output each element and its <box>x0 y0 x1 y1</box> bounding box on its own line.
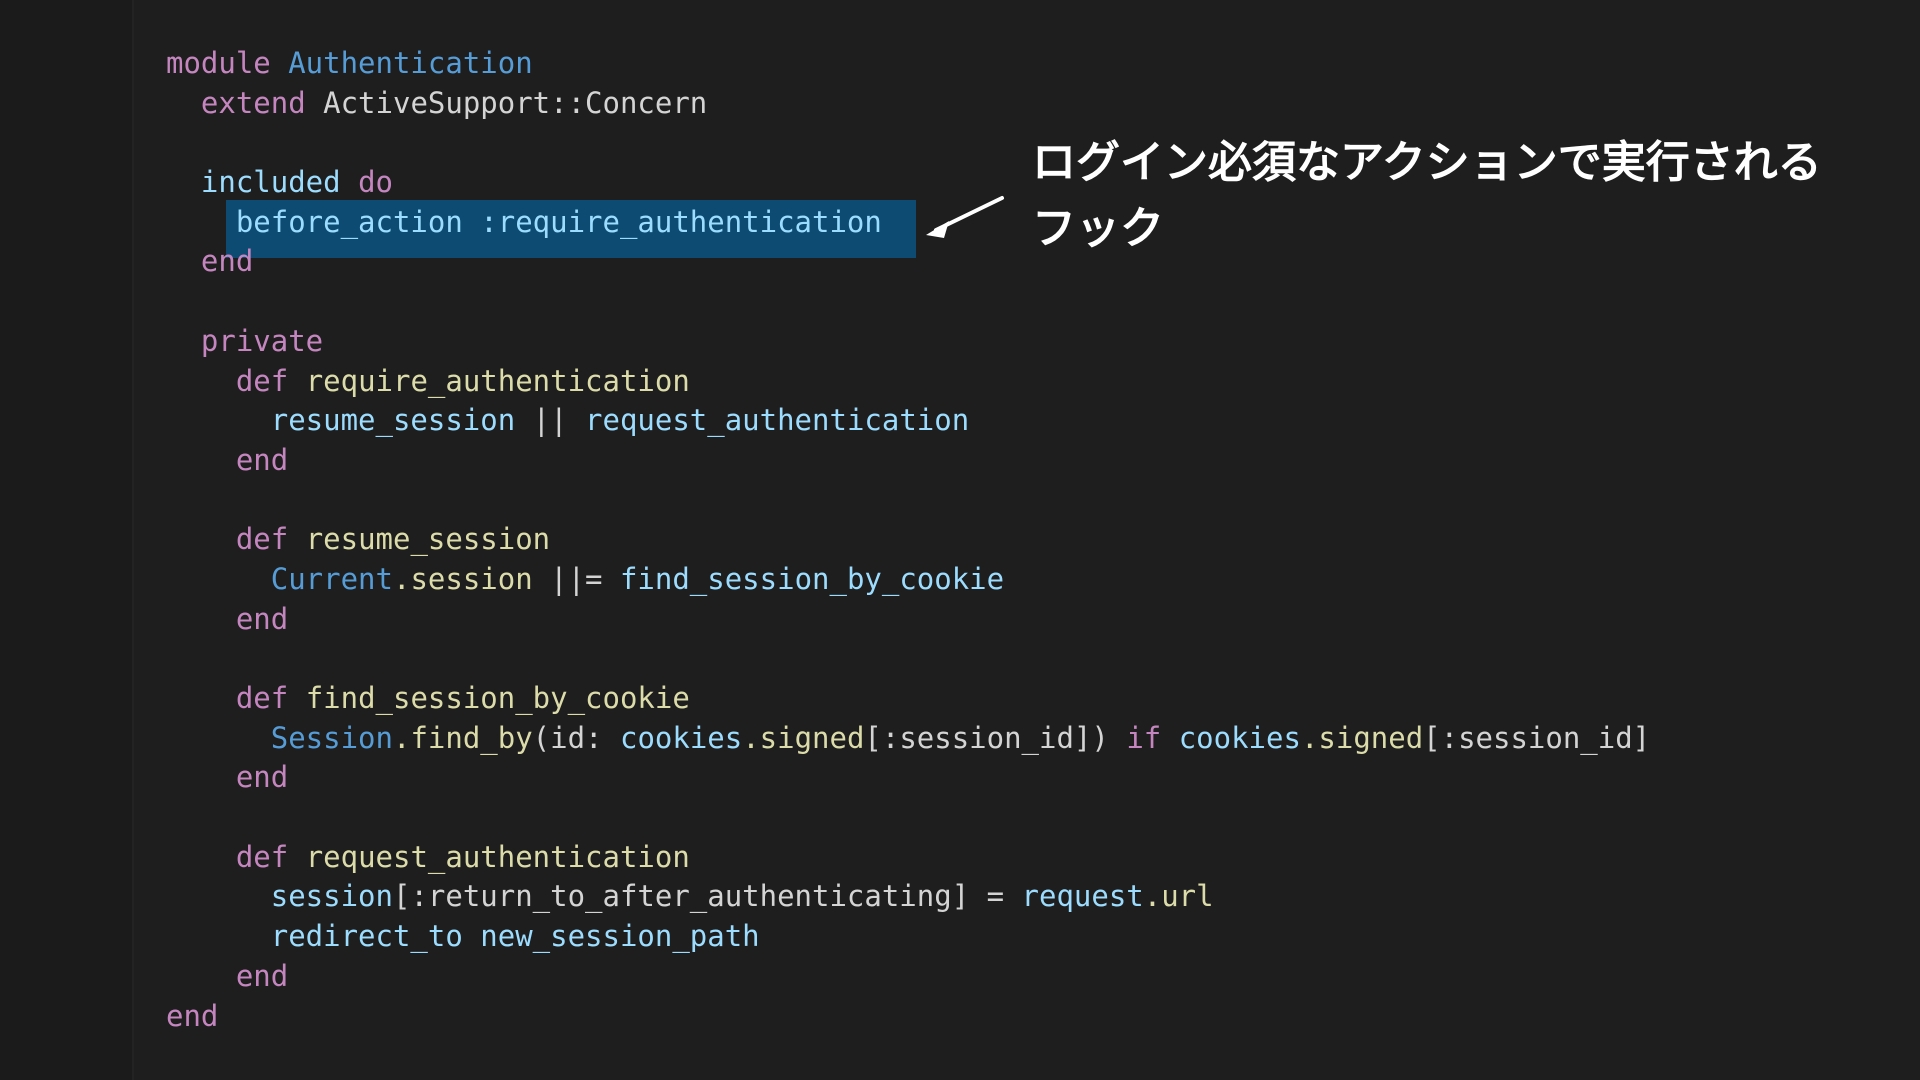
code-token: .url <box>1143 879 1214 914</box>
code-token: before_action <box>166 204 481 239</box>
code-token: end <box>166 601 289 636</box>
highlighted-line <box>226 200 916 258</box>
code-token: .signed <box>742 720 865 755</box>
code-line: Session.find_by(id: cookies.signed[:sess… <box>166 719 1866 759</box>
code-line <box>166 282 1866 322</box>
code-token: def <box>166 839 306 874</box>
code-line: def find_session_by_cookie <box>166 679 1866 719</box>
code-line <box>166 798 1866 838</box>
code-token: cookies <box>1178 720 1301 755</box>
code-line: before_action :require_authentication <box>166 203 1866 243</box>
code-token: extend <box>166 85 324 120</box>
code-line: included do <box>166 163 1866 203</box>
code-token: require_authentication <box>305 363 690 398</box>
code-line <box>166 639 1866 679</box>
code-token: redirect_to <box>166 919 481 954</box>
code-line: end <box>166 441 1866 481</box>
code-token: def <box>166 522 306 557</box>
code-token: if <box>1126 720 1179 755</box>
code-line: module Authentication <box>166 44 1866 84</box>
code-token: private <box>166 323 324 358</box>
code-line: redirect_to new_session_path <box>166 917 1866 957</box>
code-line: resume_session || request_authentication <box>166 401 1866 441</box>
arrow-left-down-icon <box>926 196 1004 238</box>
code-line: session[:return_to_after_authenticating]… <box>166 877 1866 917</box>
code-token: ActiveSupport::Concern <box>323 85 708 120</box>
code-token: resume_session <box>305 522 551 557</box>
code-line: def resume_session <box>166 520 1866 560</box>
code-line: end <box>166 957 1866 997</box>
code-token: Session <box>166 720 393 755</box>
code-line: def require_authentication <box>166 362 1866 402</box>
code-token: .signed <box>1300 720 1424 755</box>
code-line: def request_authentication <box>166 838 1866 878</box>
code-token: .session <box>392 561 551 596</box>
code-token: def <box>166 363 306 398</box>
code-token: end <box>166 998 219 1033</box>
code-token: [:session_id] <box>1423 720 1651 755</box>
code-token: end <box>166 244 254 279</box>
annotation-text: ログイン必須なアクションで実行される フック <box>1032 137 1822 254</box>
left-gutter <box>0 0 132 1080</box>
code-line: Current.session ||= find_session_by_cook… <box>166 560 1866 600</box>
code-token: resume_session <box>166 403 533 438</box>
code-token: [:return_to_after_authenticating] = <box>392 879 1022 914</box>
code-token: end <box>166 442 289 477</box>
gutter-divider <box>132 0 134 1080</box>
code-line: end <box>166 242 1866 282</box>
code-token: request_authentication <box>585 403 970 438</box>
code-token: request_authentication <box>305 839 690 874</box>
code-token: .find_by <box>392 720 533 755</box>
code-token: session <box>166 879 393 914</box>
code-token: cookies <box>619 720 743 755</box>
code-token: def <box>166 681 306 715</box>
code-line: end <box>166 600 1866 640</box>
code-token: find_session_by_cookie <box>619 561 1005 596</box>
code-token: find_session_by_cookie <box>305 681 690 715</box>
code-token: end <box>166 958 289 993</box>
code-token: request <box>1021 879 1144 914</box>
code-token: do <box>358 165 393 200</box>
code-line: extend ActiveSupport::Concern <box>166 84 1866 124</box>
code-token: || <box>532 403 586 438</box>
code-line: private <box>166 322 1866 362</box>
code-token: included <box>166 165 359 200</box>
code-token: Authentication <box>288 46 533 80</box>
code-token: new_session_path <box>480 919 760 954</box>
code-token: ||= <box>550 561 620 596</box>
code-token: [:session_id]) <box>864 720 1127 755</box>
code-line <box>166 481 1866 521</box>
code-line: end <box>166 758 1866 798</box>
code-token: Current <box>166 561 393 596</box>
code-token: module <box>166 46 289 80</box>
code-token: end <box>166 760 289 795</box>
code-token: (id: <box>532 720 620 755</box>
code-snippet: module Authentication extend ActiveSuppo… <box>166 44 1866 1036</box>
code-line: end <box>166 997 1866 1037</box>
code-token: :require_authentication <box>480 204 882 239</box>
